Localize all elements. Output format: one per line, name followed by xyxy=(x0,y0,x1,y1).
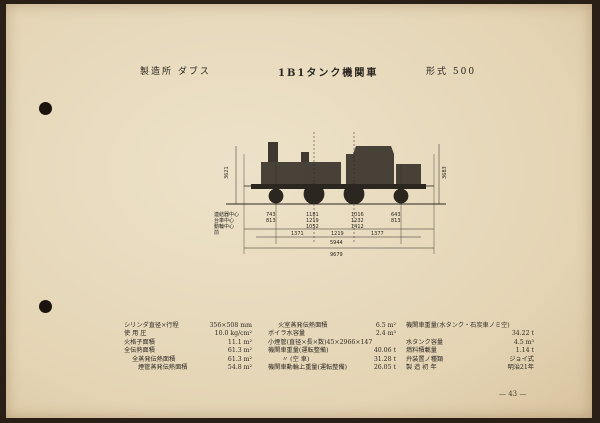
spec-row: 機関車重量(水タンク・石炭車ノミ空) xyxy=(406,322,510,329)
dim: 1371 xyxy=(291,231,304,237)
spec-row: 製 造 初 年明治21年 xyxy=(406,364,534,372)
dim: 1219 xyxy=(306,218,319,224)
dim: 643 xyxy=(391,212,401,218)
side-height-label: 3621 xyxy=(224,166,230,179)
model-label: 形式 500 xyxy=(426,67,477,77)
spec-row: 機関車重量(運転整備)40.06 t xyxy=(268,347,396,355)
dim: 743 xyxy=(266,212,276,218)
dim: 1016 xyxy=(351,212,364,218)
dim: 1377 xyxy=(371,231,384,237)
dim: 1232 xyxy=(351,218,364,224)
spec-row: 機関車動輪上重量(運転整備)26.05 t xyxy=(268,364,396,372)
maker-label: 製造所 ダブス xyxy=(140,67,211,77)
right-height-label: 3683 xyxy=(442,166,446,179)
page-number: — 43 — xyxy=(499,390,527,398)
spec-row: 小煙管(直径×長×数)45×2966×147 xyxy=(268,338,373,346)
title-row: 製造所 ダブス 1B1タンク機関車 形式 500 xyxy=(6,64,592,80)
wheelbase-label: 5944 xyxy=(330,240,343,246)
dim: 1412 xyxy=(351,224,364,230)
locomotive-name: 1B1タンク機関車 xyxy=(278,68,379,79)
document-page: 製造所 ダブス 1B1タンク機関車 形式 500 xyxy=(6,4,592,418)
dim: 1219 xyxy=(331,231,344,237)
left-label-3: 動輪中心 xyxy=(214,223,234,230)
front-label: 前 xyxy=(214,229,219,236)
dim: 813 xyxy=(391,218,401,224)
spec-row: 弁装置ノ種類ジョイ式 xyxy=(406,355,534,363)
locomotive-drawing: 3621 3683 連結器中心 台車中心 動輪中心 前 743 1181 101… xyxy=(214,132,446,258)
left-label-1: 連結器中心 xyxy=(214,211,239,218)
punch-hole xyxy=(39,300,52,313)
spec-row: 34.22 t xyxy=(511,330,534,338)
dim: 1052 xyxy=(306,224,319,230)
punch-hole xyxy=(39,102,52,115)
overall-length-label: 9679 xyxy=(330,252,343,258)
left-label-2: 台車中心 xyxy=(214,217,234,224)
spec-row: 〃 (空 車)31.28 t xyxy=(282,355,396,363)
dim: 813 xyxy=(266,218,276,224)
dim: 1181 xyxy=(306,212,319,218)
